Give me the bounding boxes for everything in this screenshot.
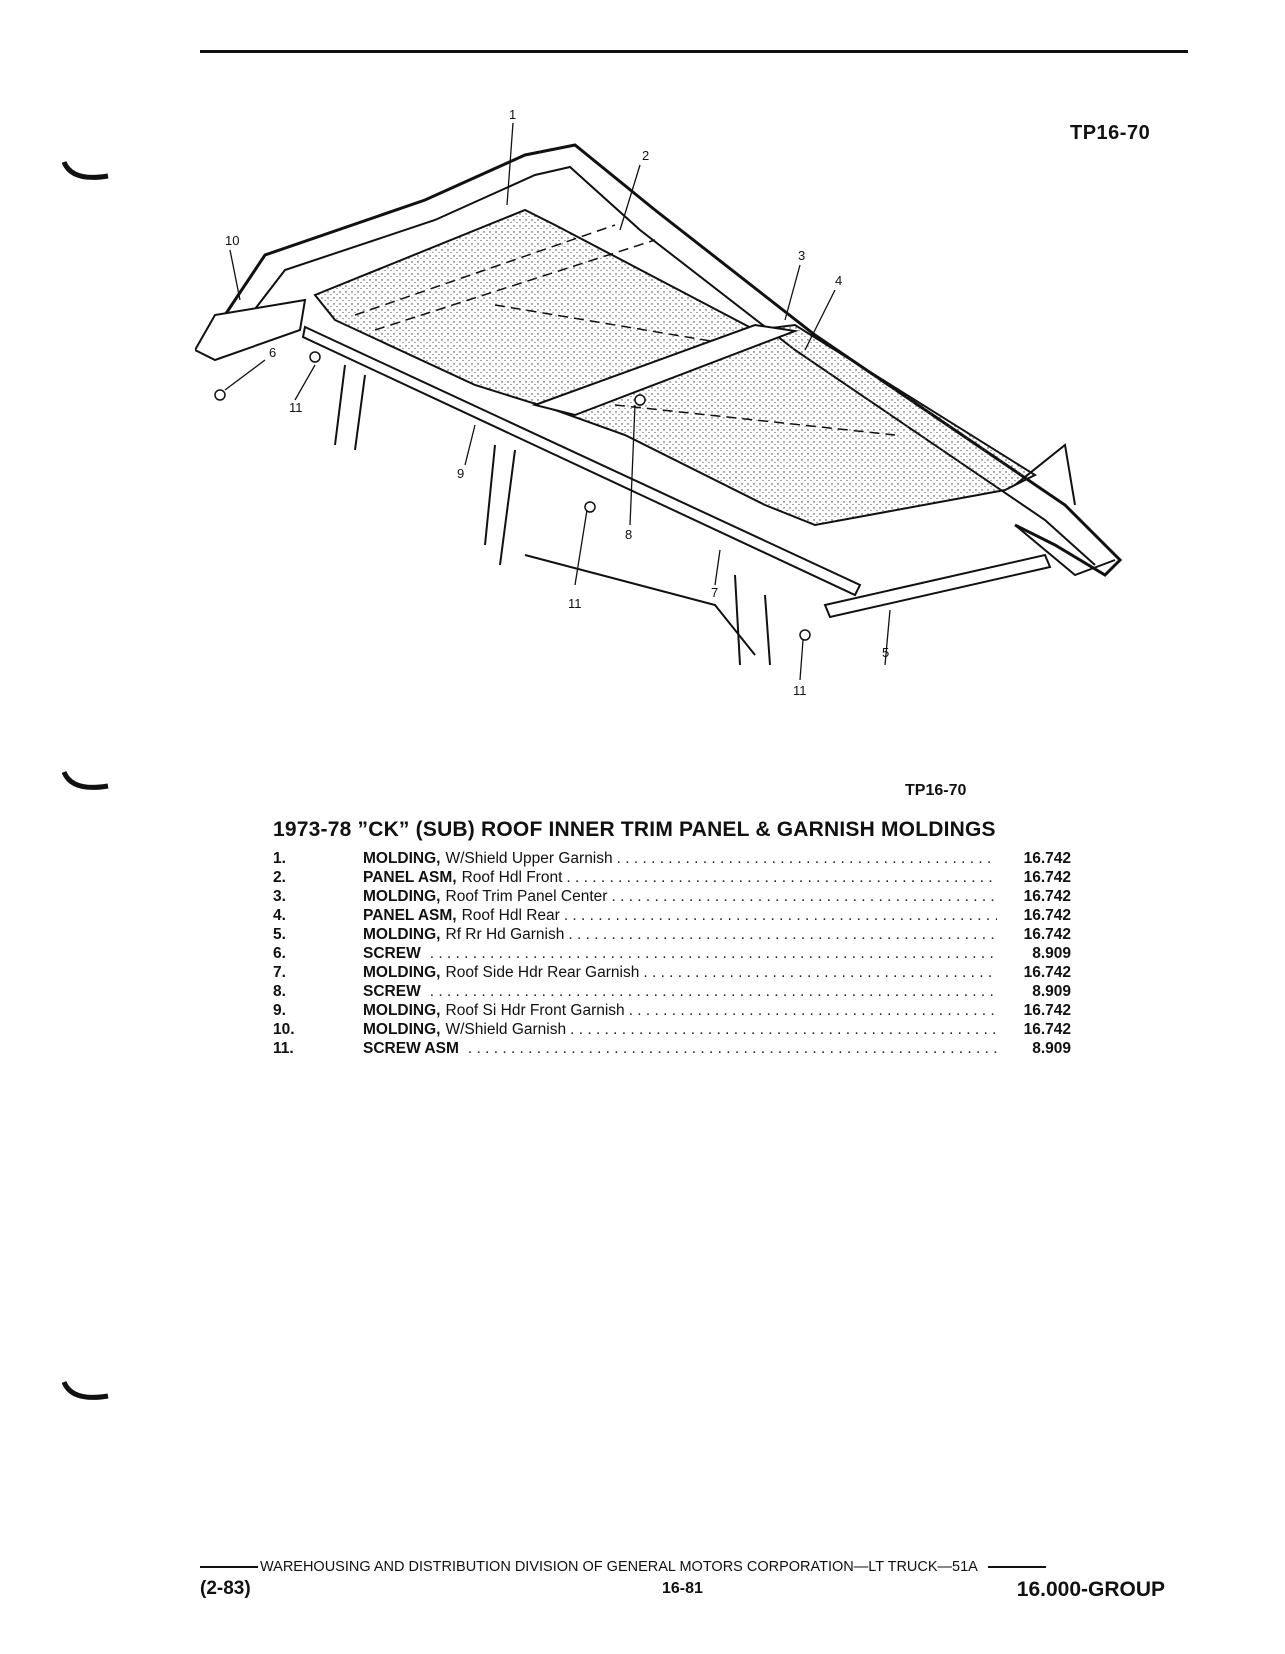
part-name: MOLDING, [363, 850, 441, 867]
part-name: MOLDING, [363, 964, 441, 981]
footer-division: WAREHOUSING AND DISTRIBUTION DIVISION OF… [260, 1559, 978, 1575]
part-description: W/Shield Upper Garnish [445, 850, 613, 867]
part-name: SCREW ASM [363, 1040, 459, 1057]
part-group-number: 16.742 [1023, 869, 1071, 886]
part-description: Roof Hdl Front [461, 869, 563, 886]
callout-11: 11 [793, 683, 807, 698]
dot-leader [430, 945, 997, 963]
header-rule [200, 50, 1188, 53]
dot-leader [570, 1021, 997, 1039]
part-name: MOLDING, [363, 1021, 441, 1038]
part-name: MOLDING, [363, 926, 441, 943]
part-name: SCREW [363, 945, 421, 962]
part-number: 5. [273, 926, 286, 943]
binder-hole-mark [62, 770, 109, 790]
parts-list-row: 7. MOLDING,Roof Side Hdr Rear Garnish 16.7… [273, 964, 1071, 983]
figure-id-top: TP16-70 [1070, 122, 1151, 144]
parts-list-row: 11. SCREW ASM 8.909 [273, 1040, 1071, 1059]
part-number: 8. [273, 983, 286, 1000]
binder-hole-mark [62, 1380, 109, 1400]
part-name: PANEL ASM, [363, 869, 457, 886]
rear-header-molding [823, 553, 1052, 619]
dot-leader [468, 1040, 997, 1058]
parts-list-row: 1. MOLDING,W/Shield Upper Garnish 16.742 [273, 850, 1071, 869]
parts-list-row: 5. MOLDING,Rf Rr Hd Garnish 16.742 [273, 926, 1071, 945]
part-description: Roof Hdl Rear [461, 907, 560, 924]
parts-list-row: 6. SCREW 8.909 [273, 945, 1071, 964]
part-description: Roof Si Hdr Front Garnish [445, 1002, 625, 1019]
screw-icon [214, 351, 811, 641]
part-description: Rf Rr Hd Garnish [445, 926, 565, 943]
footer-group: 16.000-GROUP [1016, 1578, 1165, 1601]
part-group-number: 8.909 [1032, 983, 1071, 1000]
parts-list-row: 4. PANEL ASM,Roof Hdl Rear 16.742 [273, 907, 1071, 926]
part-group-number: 8.909 [1032, 945, 1071, 962]
part-number: 9. [273, 1002, 286, 1019]
part-group-number: 8.909 [1032, 1040, 1071, 1057]
parts-list-row: 9. MOLDING,Roof Si Hdr Front Garnish 16.74… [273, 1002, 1071, 1021]
part-group-number: 16.742 [1023, 964, 1071, 981]
figure-id-caption: TP16-70 [905, 782, 967, 799]
center-trim-molding [531, 323, 799, 417]
callout-7: 7 [711, 585, 718, 600]
windshield-garnish-molding [195, 298, 307, 362]
part-group-number: 16.742 [1023, 850, 1071, 867]
part-name: MOLDING, [363, 1002, 441, 1019]
side-header-molding [301, 325, 862, 597]
footer-division-line: WAREHOUSING AND DISTRIBUTION DIVISION OF… [200, 1559, 1165, 1575]
part-number: 6. [273, 945, 286, 962]
part-group-number: 16.742 [1023, 907, 1071, 924]
roof-trim-exploded-illustration: 1 2 3 4 5 6 7 8 9 10 11 11 11 11 [195, 107, 1123, 698]
part-number: 10. [273, 1021, 295, 1038]
callout-11: 11 [289, 400, 303, 415]
part-name: MOLDING, [363, 888, 441, 905]
part-description: Roof Side Hdr Rear Garnish [445, 964, 640, 981]
parts-list-row: 2. PANEL ASM,Roof Hdl Front 16.742 [273, 869, 1071, 888]
dot-leader [564, 907, 997, 925]
callout-3: 3 [798, 248, 805, 263]
callout-9: 9 [457, 466, 464, 481]
part-group-number: 16.742 [1023, 926, 1071, 943]
dot-leader [430, 983, 997, 1001]
dot-leader [617, 850, 997, 868]
callout-11: 11 [568, 596, 582, 611]
dot-leader [566, 869, 997, 887]
part-name: PANEL ASM, [363, 907, 457, 924]
part-name: SCREW [363, 983, 421, 1000]
binder-hole-mark [62, 160, 109, 180]
part-number: 2. [273, 869, 286, 886]
part-number: 3. [273, 888, 286, 905]
parts-list-row: 3. MOLDING,Roof Trim Panel Center 16.742 [273, 888, 1071, 907]
dot-leader [629, 1002, 997, 1020]
parts-list-row: 10. MOLDING,W/Shield Garnish 16.742 [273, 1021, 1071, 1040]
callout-1: 1 [509, 107, 516, 122]
footer-date: (2-83) [200, 1578, 251, 1599]
part-description: W/Shield Garnish [445, 1021, 567, 1038]
callout-2: 2 [642, 148, 649, 163]
part-group-number: 16.742 [1023, 1002, 1071, 1019]
part-description: Roof Trim Panel Center [445, 888, 608, 905]
part-group-number: 16.742 [1023, 888, 1071, 905]
footer: (2-83) 16-81 16.000-GROUP [200, 1578, 1165, 1604]
roof-frame-outline [213, 143, 1123, 577]
callout-5: 5 [882, 645, 889, 660]
part-number: 1. [273, 850, 286, 867]
callout-6: 6 [269, 345, 276, 360]
section-title: 1973-78 ”CK” (SUB) ROOF INNER TRIM PANEL… [273, 818, 996, 841]
part-group-number: 16.742 [1023, 1021, 1071, 1038]
parts-list-row: 8. SCREW 8.909 [273, 983, 1071, 1002]
callout-4: 4 [835, 273, 842, 288]
callout-8: 8 [625, 527, 632, 542]
callout-10: 10 [225, 233, 239, 248]
part-number: 7. [273, 964, 286, 981]
parts-list: 1.MOLDING,W/Shield Upper Garnish16.7422.… [273, 850, 1071, 1059]
dot-leader [643, 964, 997, 982]
dot-leader [611, 888, 997, 906]
part-number: 11. [273, 1040, 294, 1057]
dot-leader [568, 926, 997, 944]
part-number: 4. [273, 907, 286, 924]
footer-page-number: 16-81 [662, 1580, 703, 1597]
